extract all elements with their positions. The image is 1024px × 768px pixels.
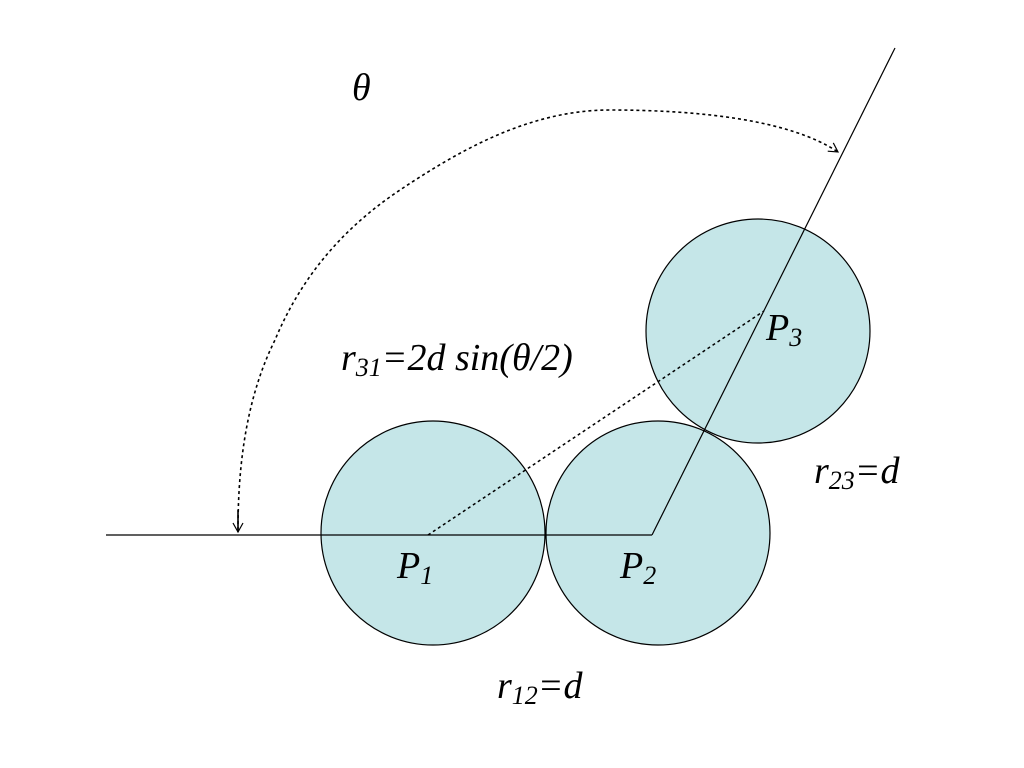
theta-label: θ (352, 67, 371, 109)
r23-label: r23=d (814, 450, 900, 495)
r12-label: r12=d (497, 665, 583, 710)
distance-line-p1-p3 (427, 310, 765, 536)
p3-label-base: P (765, 307, 789, 349)
particle-circle-p3 (645, 218, 871, 444)
angle-arc (237, 109, 840, 531)
r23-label-rest: =d (855, 450, 901, 492)
inclined-line (651, 47, 896, 536)
r31-label-base: r (341, 337, 356, 379)
p1-label-sub: 1 (420, 561, 433, 590)
r12-label-sub: 12 (512, 681, 538, 710)
p1-label-base: P (396, 545, 420, 587)
p2-label-sub: 2 (643, 561, 656, 590)
r12-label-base: r (497, 665, 512, 707)
r31-label-sub: 31 (355, 353, 382, 382)
p2-label: P2 (619, 545, 656, 590)
p2-label-base: P (619, 545, 643, 587)
particle-circle-p1 (320, 420, 546, 646)
r12-label-rest: =d (538, 665, 584, 707)
p3-label: P3 (765, 307, 802, 352)
particle-circle-p2 (545, 420, 771, 646)
p1-label: P1 (396, 545, 433, 590)
r31-label-rest: =2d sin(θ/2) (382, 337, 573, 379)
r23-label-sub: 23 (829, 466, 855, 495)
p3-label-sub: 3 (788, 323, 802, 352)
r31-label: r31=2d sin(θ/2) (341, 337, 573, 382)
r23-label-base: r (814, 450, 829, 492)
